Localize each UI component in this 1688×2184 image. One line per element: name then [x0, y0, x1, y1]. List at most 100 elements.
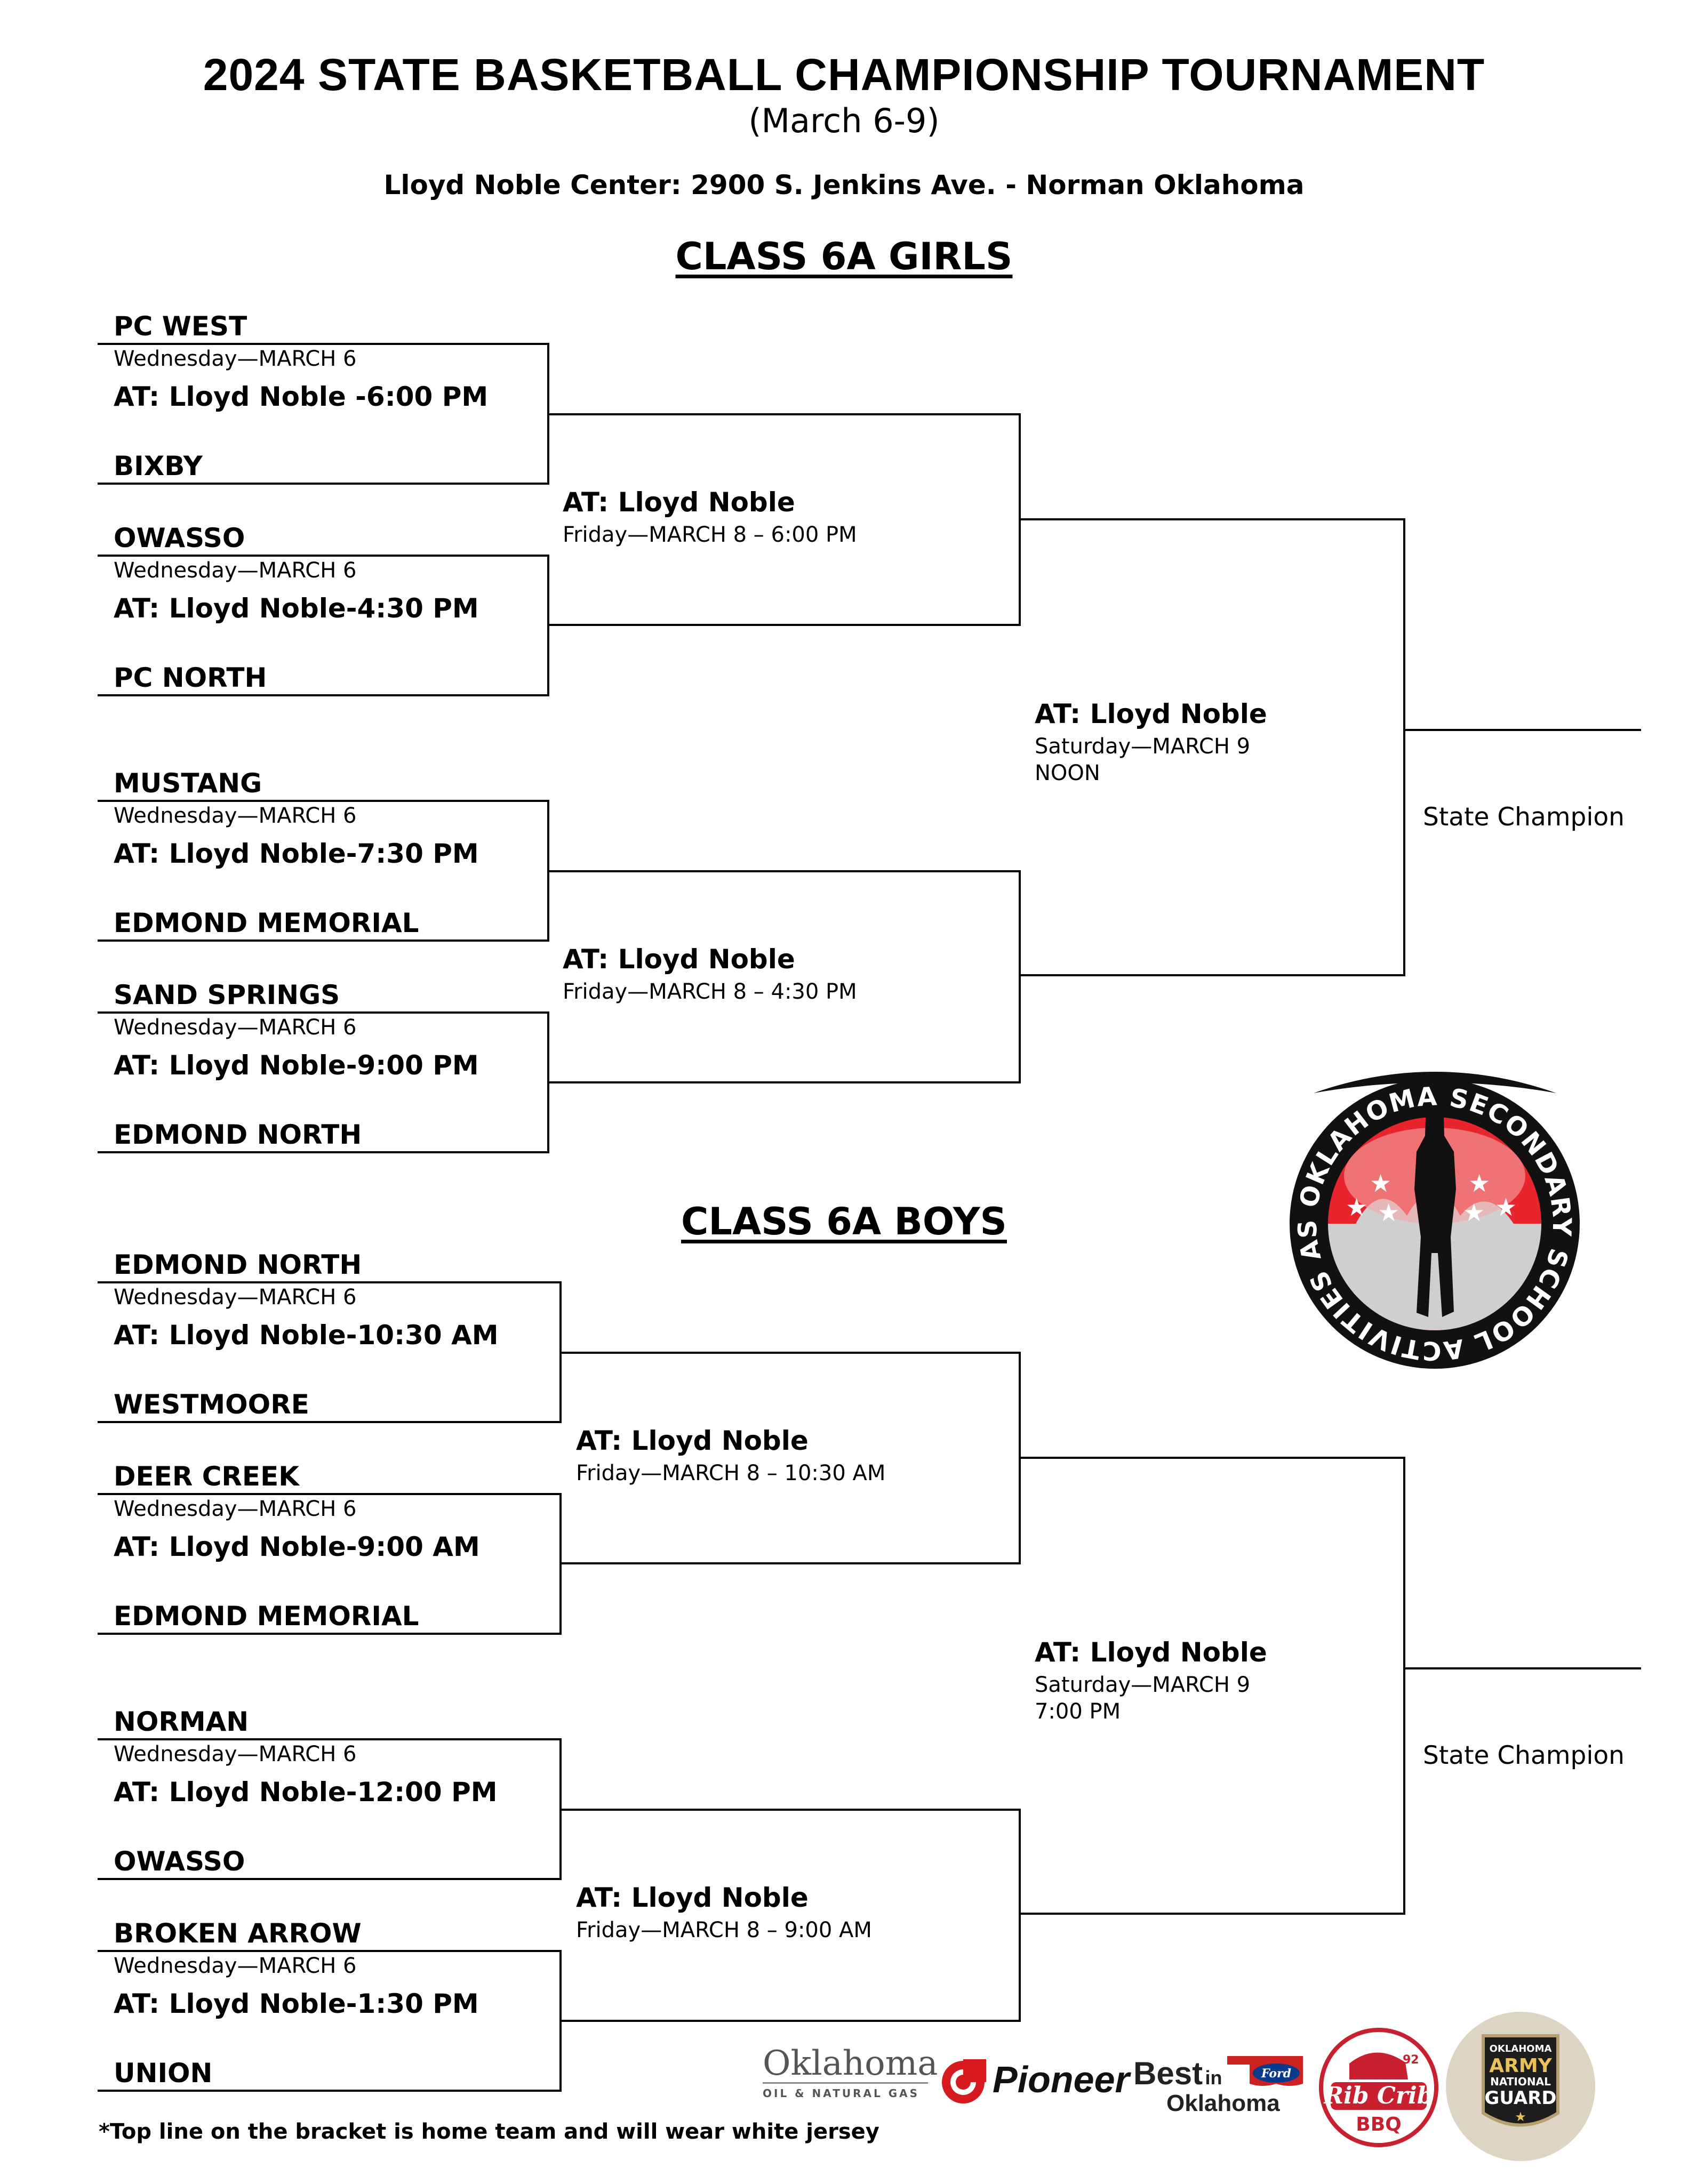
game-day: Wednesday—MARCH 6	[114, 347, 357, 371]
rib-crib-number: 92	[1403, 2053, 1419, 2067]
bracket-line	[1019, 974, 1405, 976]
team-name: UNION	[114, 2058, 213, 2089]
guard-army: ARMY	[1489, 2055, 1552, 2077]
rib-crib-wordmark: Rib Crib	[1323, 2082, 1433, 2109]
bracket-line	[98, 694, 549, 696]
bracket-line	[98, 1950, 562, 1952]
ford-wordmark: Ford	[1261, 2067, 1291, 2081]
bracket-line	[1403, 518, 1405, 976]
semifinal-site: AT: Lloyd Noble	[576, 1425, 809, 1456]
game-site-time: AT: Lloyd Noble-9:00 AM	[114, 1531, 480, 1562]
sponsor-pioneer-wordmark: Pioneer	[993, 2059, 1130, 2100]
bracket-line	[98, 1633, 562, 1635]
sponsor-best-in-oklahoma-ford[interactable]: Best in Oklahoma Ford	[1133, 2048, 1309, 2127]
svg-text:★: ★	[1515, 2109, 1526, 2124]
bracket-line	[98, 1421, 562, 1423]
game-day: Wednesday—MARCH 6	[114, 804, 357, 828]
champion-line	[1403, 729, 1641, 731]
best-word: Best	[1133, 2055, 1203, 2091]
bracket-line	[1019, 518, 1405, 520]
rib-crib-bbq: BBQ	[1356, 2114, 1401, 2135]
bracket-line	[98, 1493, 562, 1495]
champion-line	[1403, 1667, 1641, 1669]
girls-section-title: CLASS 6A GIRLS	[675, 235, 1013, 278]
final-day: Saturday—MARCH 9	[1035, 1673, 1251, 1697]
rib-crib-logo-icon: 92 Rib Crib BBQ	[1319, 2028, 1438, 2147]
semifinal-site: AT: Lloyd Noble	[563, 944, 795, 975]
bracket-line	[1019, 1457, 1405, 1459]
pioneer-logo-icon	[942, 2059, 986, 2103]
team-name: OWASSO	[114, 1846, 245, 1877]
sponsor-rib-crib-bbq[interactable]: 92 Rib Crib BBQ	[1317, 2026, 1440, 2149]
final-time: 7:00 PM	[1035, 1699, 1121, 1724]
team-name: EDMOND MEMORIAL	[114, 1601, 419, 1632]
state-champion-label: State Champion	[1423, 802, 1625, 832]
svg-text:★: ★	[1346, 1193, 1367, 1222]
sponsor-oklahoma-wordmark: Oklahoma	[763, 2044, 938, 2083]
semifinal-day: Friday—MARCH 8 – 4:30 PM	[563, 979, 857, 1004]
svg-text:★: ★	[1468, 1169, 1490, 1198]
team-name: OWASSO	[114, 523, 245, 553]
team-name: PC WEST	[114, 311, 247, 342]
venue-address: Lloyd Noble Center: 2900 S. Jenkins Ave.…	[383, 170, 1305, 200]
sponsor-oklahoma-oil-gas[interactable]: Oklahoma OIL & NATURAL GAS	[763, 2044, 938, 2109]
bracket-line	[98, 1738, 562, 1740]
bracket-line	[98, 483, 549, 485]
best-oklahoma-word: Oklahoma	[1166, 2090, 1280, 2116]
game-site-time: AT: Lloyd Noble -6:00 PM	[114, 381, 489, 412]
team-name: SAND SPRINGS	[114, 979, 340, 1010]
bracket-line	[98, 800, 549, 802]
game-site-time: AT: Lloyd Noble-4:30 PM	[114, 593, 479, 624]
bracket-line	[547, 1081, 1021, 1083]
semifinal-day: Friday—MARCH 8 – 9:00 AM	[576, 1918, 872, 1942]
boys-section-title: CLASS 6A BOYS	[681, 1200, 1007, 1243]
in-word: in	[1205, 2067, 1222, 2089]
ossaa-seal-icon: ★ ★ ★ ★ ★ ★ OKLAHOMA SECONDARY SCHOOL AC…	[1273, 1038, 1580, 1369]
semifinal-day: Friday—MARCH 8 – 10:30 AM	[576, 1461, 886, 1486]
game-site-time: AT: Lloyd Noble-1:30 PM	[114, 1988, 479, 2019]
bracket-line	[1019, 870, 1021, 1083]
team-name: NORMAN	[114, 1706, 249, 1737]
bracket-line	[98, 343, 549, 345]
final-time: NOON	[1035, 761, 1100, 785]
game-site-time: AT: Lloyd Noble-9:00 PM	[114, 1050, 479, 1081]
oklahoma-state-outline-icon: Ford	[1227, 2056, 1303, 2086]
bracket-line	[98, 940, 549, 942]
guard-national: NATIONAL	[1490, 2075, 1551, 2088]
svg-text:★: ★	[1463, 1198, 1485, 1227]
home-team-footnote: *Top line on the bracket is home team an…	[99, 2119, 879, 2144]
guard-oklahoma: OKLAHOMA	[1490, 2043, 1552, 2054]
guard-guard: GUARD	[1484, 2087, 1556, 2109]
game-site-time: AT: Lloyd Noble-12:00 PM	[114, 1777, 498, 1808]
bracket-line	[547, 413, 1021, 415]
tournament-dates: (March 6-9)	[748, 101, 940, 140]
army-national-guard-logo-icon: OKLAHOMA ARMY NATIONAL GUARD ★	[1446, 2012, 1595, 2161]
svg-text:★: ★	[1378, 1198, 1399, 1227]
divider	[763, 2082, 928, 2084]
game-day: Wednesday—MARCH 6	[114, 1015, 357, 1040]
bracket-line	[98, 2090, 562, 2092]
team-name: MUSTANG	[114, 768, 262, 799]
svg-text:★: ★	[1495, 1193, 1517, 1222]
team-name: BROKEN ARROW	[114, 1918, 362, 1949]
bracket-line	[559, 1352, 1021, 1354]
state-champion-label: State Champion	[1423, 1741, 1625, 1770]
team-name: EDMOND MEMORIAL	[114, 908, 419, 938]
game-day: Wednesday—MARCH 6	[114, 1742, 357, 1767]
game-day: Wednesday—MARCH 6	[114, 1497, 357, 1521]
bracket-line	[559, 2020, 1021, 2022]
team-name: EDMOND NORTH	[114, 1119, 362, 1150]
bracket-line	[1019, 1809, 1021, 2022]
bracket-line	[1019, 1913, 1405, 1915]
sponsor-army-national-guard[interactable]: OKLAHOMA ARMY NATIONAL GUARD ★	[1443, 2009, 1598, 2164]
team-name: WESTMOORE	[114, 1389, 309, 1420]
team-name: BIXBY	[114, 451, 203, 481]
game-site-time: AT: Lloyd Noble-10:30 AM	[114, 1320, 499, 1351]
bracket-line	[547, 870, 1021, 872]
bracket-line	[547, 624, 1021, 626]
bracket-line	[98, 555, 549, 557]
game-day: Wednesday—MARCH 6	[114, 558, 357, 583]
game-day: Wednesday—MARCH 6	[114, 1954, 357, 1978]
semifinal-day: Friday—MARCH 8 – 6:00 PM	[563, 523, 857, 547]
game-site-time: AT: Lloyd Noble-7:30 PM	[114, 838, 479, 869]
